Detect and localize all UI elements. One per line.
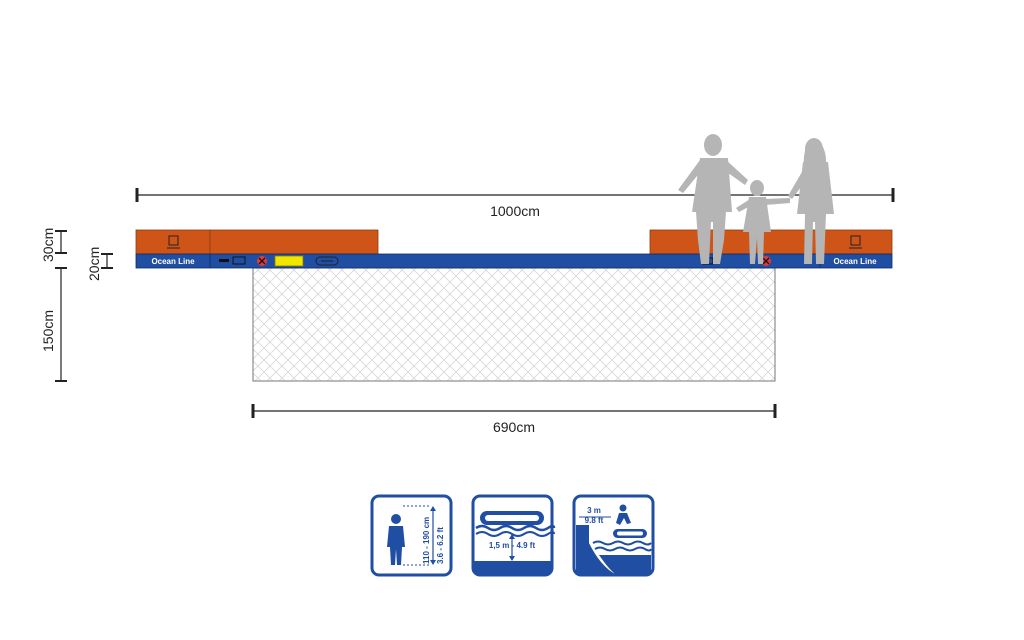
blue-base-tube <box>135 253 893 269</box>
orange-tube-left <box>209 229 379 255</box>
jump-distance-ft: 9.8 ft <box>585 516 604 525</box>
orange-tube-left-end <box>135 229 211 255</box>
pool-structure: Ocean Line Ocean Line <box>135 229 893 269</box>
base-height-dimension: 20cm <box>86 247 113 281</box>
top-height-label: 30cm <box>40 228 56 262</box>
orange-tube-right <box>649 229 821 255</box>
family-silhouette <box>678 134 834 264</box>
net-area <box>252 267 776 382</box>
valve-icon <box>167 235 180 249</box>
jump-distance-icon: 3 m 9.8 ft <box>572 494 655 577</box>
close-icon <box>257 256 267 266</box>
person-height-icon: 110 - 190 cm 3.6 - 6.2 ft <box>370 494 453 577</box>
valve-icon <box>849 235 862 249</box>
handle-icon <box>315 256 339 266</box>
connector-icon <box>219 259 229 262</box>
base-height-label: 20cm <box>86 247 102 281</box>
net-length-label: 690cm <box>493 419 535 435</box>
woman-silhouette <box>788 138 834 264</box>
yellow-patch <box>274 255 304 267</box>
child-silhouette <box>736 180 790 264</box>
connector-icon <box>232 256 246 265</box>
total-length-label: 1000cm <box>490 203 540 219</box>
brand-label-left: Ocean Line <box>151 257 195 266</box>
net-depth-dimension: 150cm <box>40 267 67 382</box>
height-range-cm: 110 - 190 cm <box>422 517 431 564</box>
depth-label: 1,5 m - 4.9 ft <box>489 541 536 550</box>
total-length-dimension: 1000cm <box>135 188 895 219</box>
orange-tube-right-end <box>819 229 893 255</box>
close-icon <box>761 256 771 266</box>
man-silhouette <box>678 134 748 264</box>
net-depth-label: 150cm <box>40 310 56 352</box>
brand-label-right: Ocean Line <box>833 257 877 266</box>
net-length-dimension: 690cm <box>251 404 777 435</box>
water-depth-icon: 1,5 m - 4.9 ft <box>471 494 556 577</box>
height-range-ft: 3.6 - 6.2 ft <box>436 527 445 564</box>
top-height-dimension: 30cm <box>40 228 67 262</box>
jump-distance-m: 3 m <box>587 506 601 515</box>
